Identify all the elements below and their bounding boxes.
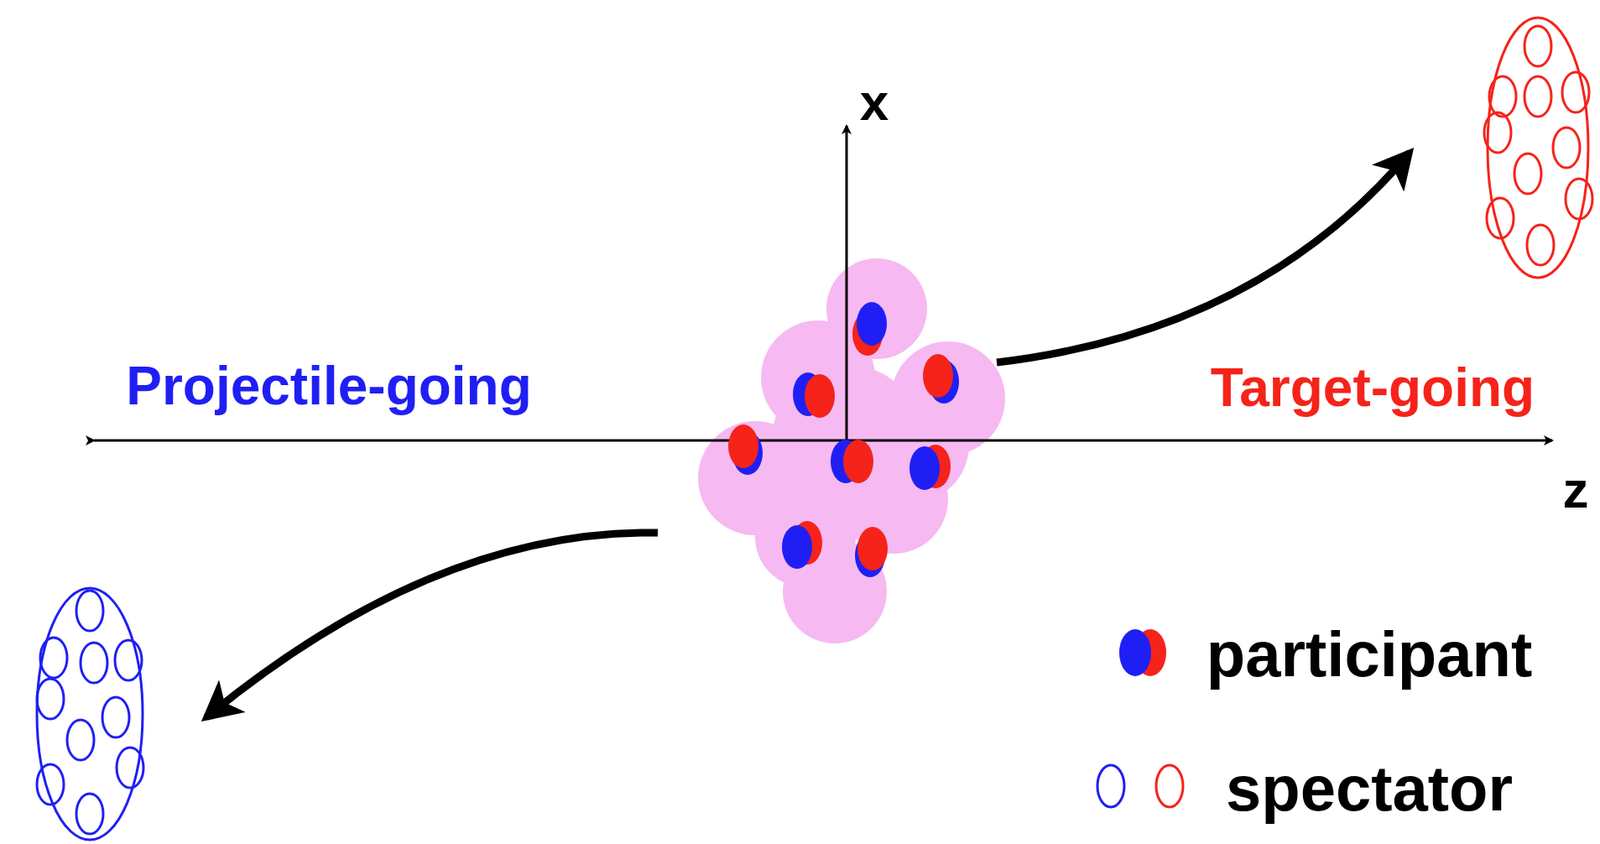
target-spectators [1484, 17, 1593, 278]
legend-spectator-sample [1097, 765, 1184, 808]
legend-text: participant [1206, 622, 1533, 687]
legend-participant-sample [1119, 629, 1167, 677]
target-spectator-arrow [996, 152, 1410, 363]
projectile-spectators [36, 588, 144, 840]
direction-label: Projectile-going [125, 359, 532, 413]
z-axis [93, 439, 1553, 443]
overlap-region [698, 258, 1006, 644]
projectile-spectator-arrow [206, 532, 658, 718]
axis-label: x [859, 76, 889, 129]
participant-nucleons [728, 302, 959, 578]
legend-text: spectator [1225, 756, 1513, 821]
x-axis [845, 125, 849, 441]
axis-label: z [1563, 463, 1590, 516]
direction-label: Target-going [1210, 360, 1535, 415]
